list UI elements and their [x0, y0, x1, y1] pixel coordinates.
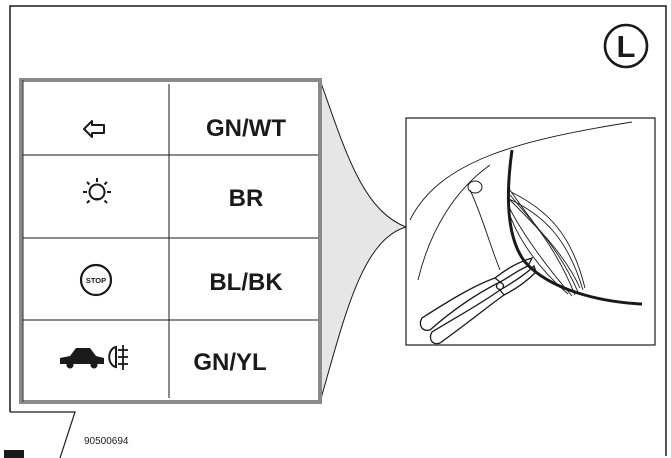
figure-footer: 90500694 — [4, 411, 129, 458]
wire-bundle — [506, 189, 586, 297]
pliers — [419, 256, 537, 345]
document-number: 90500694 — [84, 436, 129, 447]
car-silhouette-icon — [60, 348, 104, 364]
page-marker — [4, 450, 24, 458]
car-wheel-icon — [90, 361, 98, 369]
table-row: BR — [83, 178, 263, 212]
fog-lamp-icon — [108, 345, 117, 369]
car-fog-light-icon — [60, 345, 128, 370]
callout-wedge — [319, 79, 408, 403]
wire-color-code: BR — [229, 185, 264, 212]
wire-color-table: GN/WT BR STOP BL/BK — [19, 78, 322, 404]
mounting-hole — [467, 180, 483, 194]
footer-tab — [10, 411, 76, 458]
body-contour-line — [469, 189, 501, 271]
turn-signal-arrow-icon — [83, 120, 105, 138]
table-row: GN/YL — [60, 345, 267, 376]
detail-frame — [405, 117, 656, 346]
wire-color-code: GN/YL — [193, 349, 266, 376]
body-contour-line — [409, 121, 633, 221]
stop-light-circle — [79, 263, 113, 297]
page-frame — [9, 5, 667, 456]
badge-circle — [603, 23, 649, 69]
table-border — [19, 78, 322, 404]
table-row: STOP BL/BK — [79, 263, 283, 297]
body-contour-line — [417, 164, 491, 281]
section-badge: L — [603, 23, 649, 69]
stop-light-label: STOP — [86, 276, 106, 285]
table-row: GN/WT — [83, 115, 286, 142]
thick-harness-wire — [507, 149, 643, 306]
wire-color-code: GN/WT — [206, 115, 286, 142]
badge-letter: L — [617, 29, 636, 64]
car-wheel-icon — [66, 361, 74, 369]
stop-light-icon: STOP — [79, 263, 113, 297]
parking-light-bulb-icon — [83, 178, 111, 204]
wire-color-code: BL/BK — [209, 269, 283, 296]
wire-cutting-pliers-illustration — [405, 117, 656, 346]
